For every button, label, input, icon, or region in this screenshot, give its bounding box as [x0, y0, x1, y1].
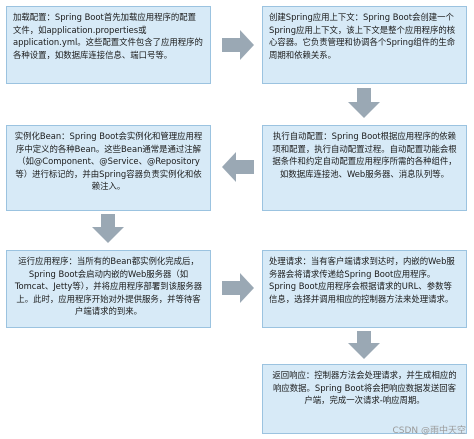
step-auto-config: 执行自动配置：Spring Boot根据应用程序的依赖项和配置，执行自动配置过程…: [262, 125, 467, 211]
step-auto-config-text: 执行自动配置：Spring Boot根据应用程序的依赖项和配置，执行自动配置过程…: [272, 131, 457, 179]
step-run-app: 运行应用程序：当所有的Bean都实例化完成后，Spring Boot会启动内嵌的…: [6, 250, 211, 328]
step-handle-request-text: 处理请求：当有客户端请求到达时，内嵌的Web服务器会将请求传递给Spring B…: [269, 256, 455, 304]
step-return-response: 返回响应：控制器方法会处理请求，并生成相应的响应数据。Spring Boot将会…: [262, 364, 467, 434]
watermark: CSDN @雨中天空: [392, 426, 466, 436]
step-create-context-text: 创建Spring应用上下文：Spring Boot会创建一个Spring应用上下…: [269, 12, 456, 60]
arrow-run-to-handle: [222, 273, 254, 303]
step-run-app-text: 运行应用程序：当所有的Bean都实例化完成后，Spring Boot会启动内嵌的…: [14, 256, 203, 316]
step-load-config-text: 加载配置：Spring Boot首先加载应用程序的配置文件，如applicati…: [13, 12, 203, 60]
step-instantiate-beans: 实例化Bean：Spring Boot会实例化和管理应用程序中定义的各种Bean…: [6, 125, 211, 211]
arrow-load-to-create: [222, 30, 254, 60]
step-return-response-text: 返回响应：控制器方法会处理请求，并生成相应的响应数据。Spring Boot将会…: [272, 370, 457, 405]
arrow-handle-to-return: [348, 331, 380, 359]
step-create-context: 创建Spring应用上下文：Spring Boot会创建一个Spring应用上下…: [262, 6, 467, 84]
step-load-config: 加载配置：Spring Boot首先加载应用程序的配置文件，如applicati…: [6, 6, 211, 84]
arrow-instantiate-to-run: [92, 214, 124, 243]
step-instantiate-beans-text: 实例化Bean：Spring Boot会实例化和管理应用程序中定义的各种Bean…: [14, 131, 203, 191]
step-handle-request: 处理请求：当有客户端请求到达时，内嵌的Web服务器会将请求传递给Spring B…: [262, 250, 467, 328]
arrow-create-to-auto: [348, 88, 380, 118]
arrow-auto-to-instantiate: [222, 152, 254, 182]
